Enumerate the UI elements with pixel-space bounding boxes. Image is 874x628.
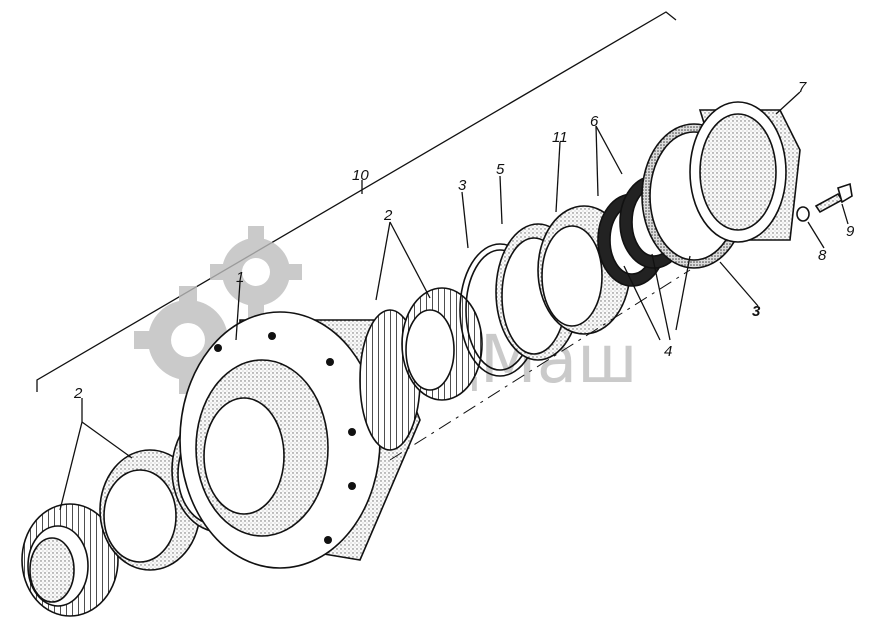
label-4: 4 [664,343,672,360]
hub-bolt-holes [214,332,356,544]
label-2-middle: 2 [383,207,393,224]
wheel-hub [179,309,421,569]
bearing-race-left [99,449,201,571]
label-3-b: 3 [752,303,761,320]
bearing-cone-left [21,503,119,617]
label-9: 9 [846,223,855,240]
bearing-cone-middle [401,287,483,401]
hub-cover-7 [689,101,801,243]
axis-line [389,269,691,461]
label-8: 8 [818,247,827,264]
group-bracket-10 [36,11,677,392]
bolt-9 [814,182,853,214]
label-7: 7 [798,79,807,96]
label-1: 1 [236,269,244,286]
washer-8 [796,206,810,222]
label-5: 5 [496,161,505,178]
label-6: 6 [590,113,599,130]
leader-lines [59,91,849,511]
label-3-a: 3 [458,177,467,194]
label-10: 10 [352,167,369,184]
label-2-left: 2 [73,385,83,402]
label-11: 11 [552,129,568,146]
